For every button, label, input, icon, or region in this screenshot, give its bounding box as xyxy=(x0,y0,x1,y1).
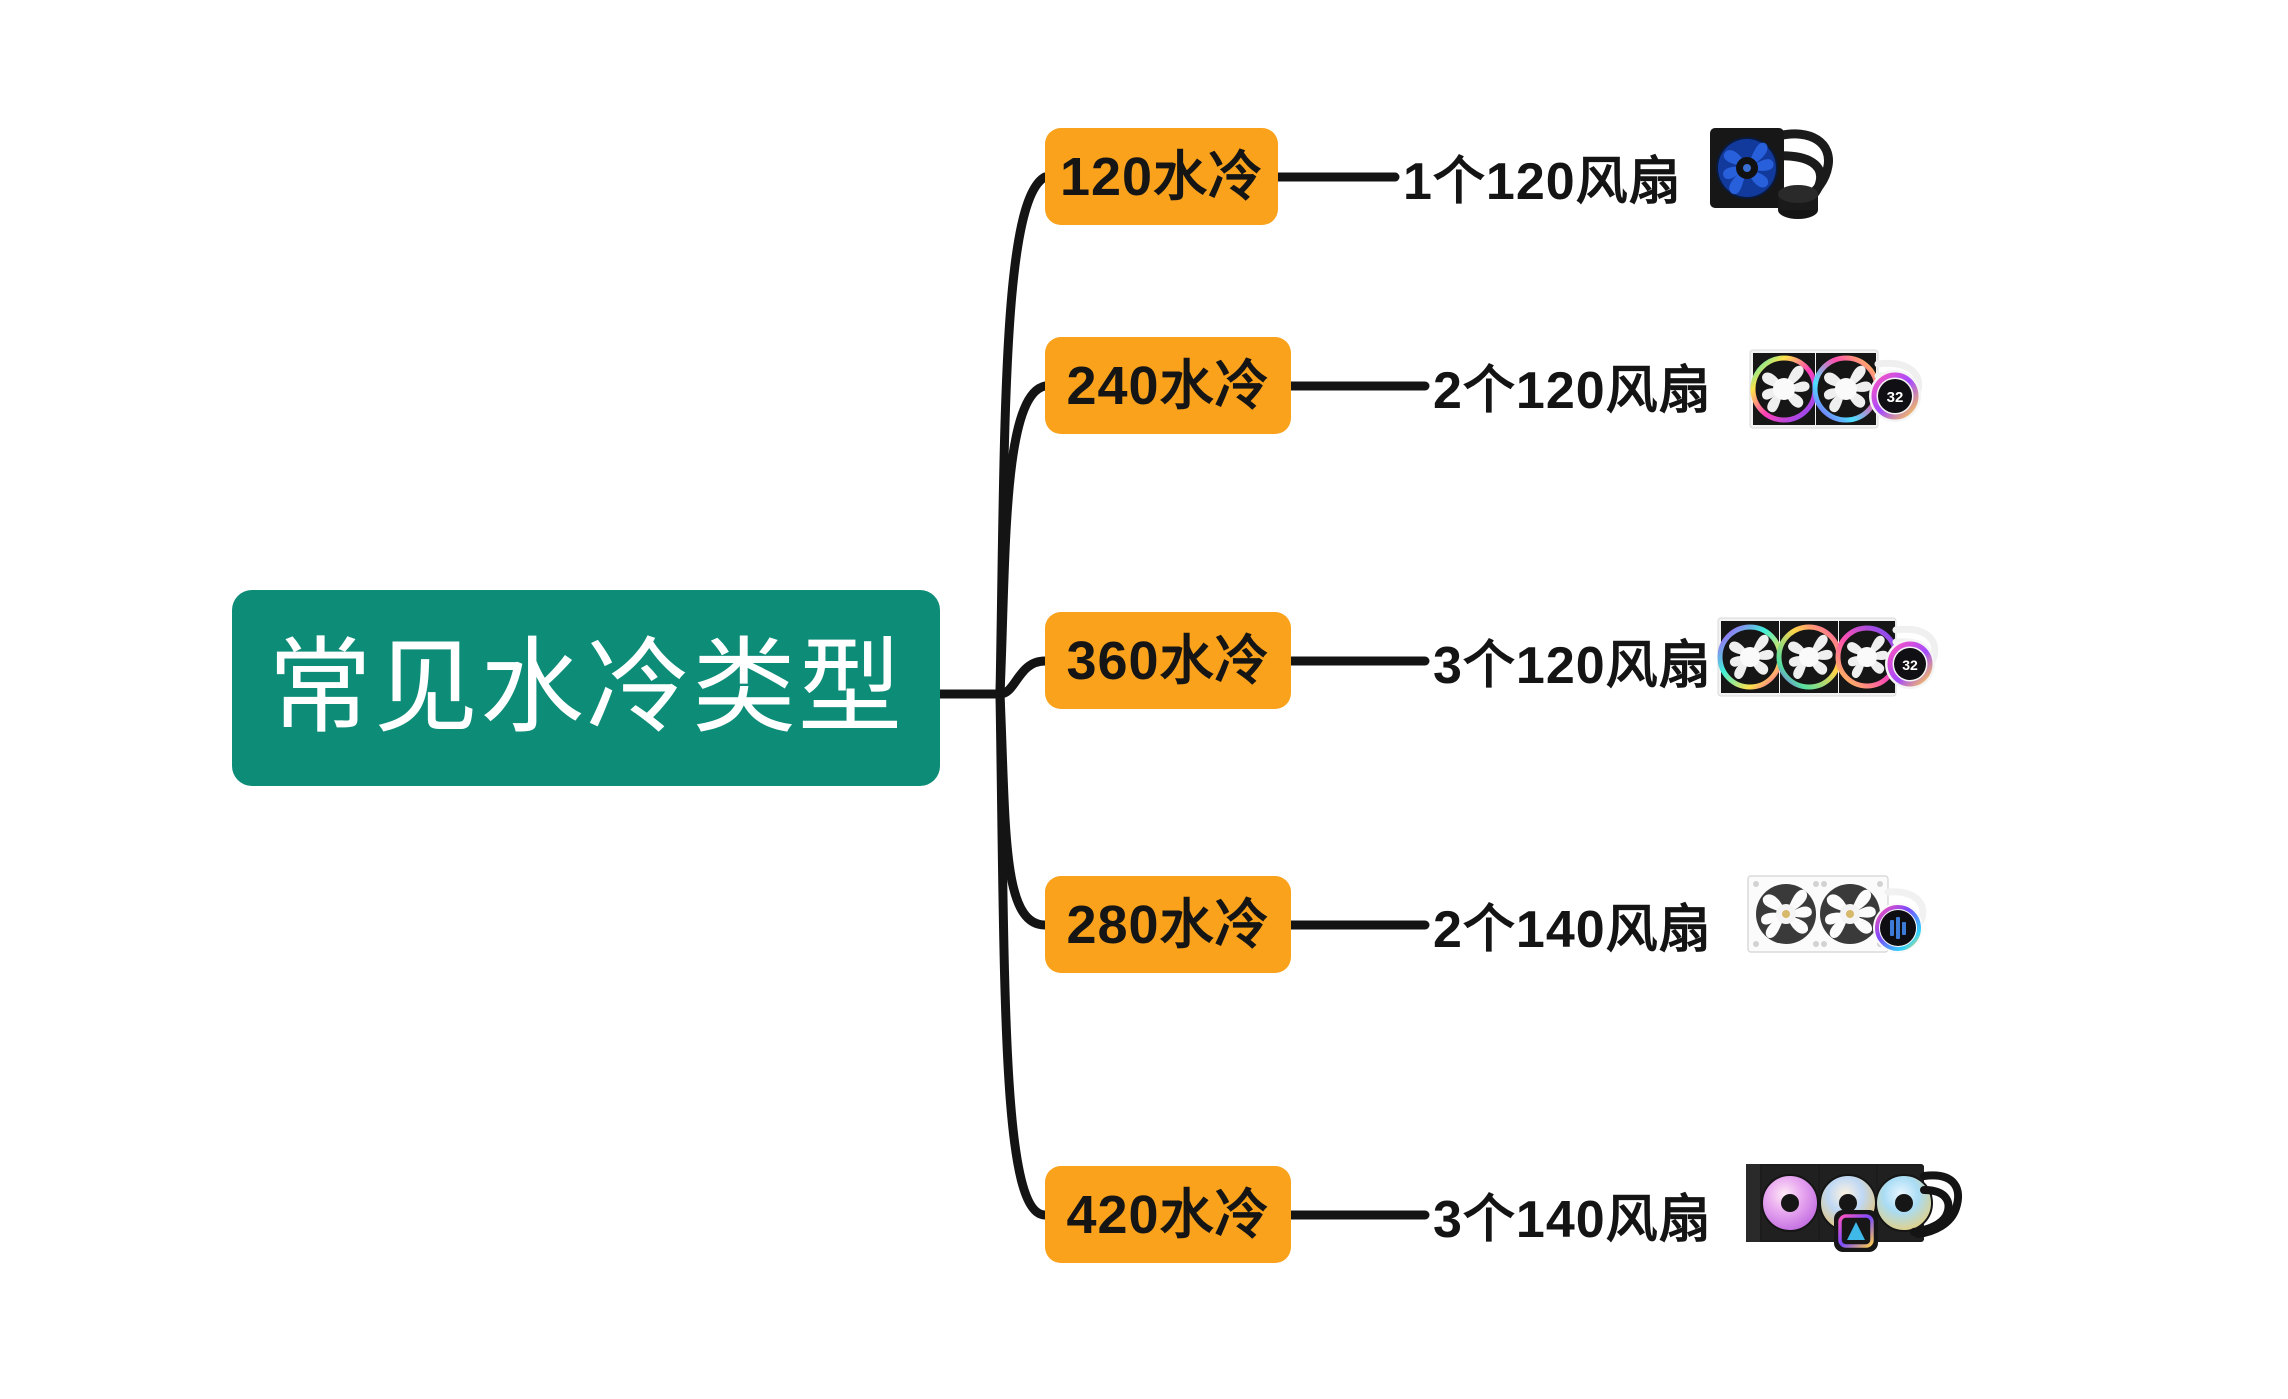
leaf-text-120-label: 1个120风扇 xyxy=(1403,153,1682,211)
connector-branch-280 xyxy=(995,689,1050,930)
branch-node-360[interactable]: 360水冷 xyxy=(1045,612,1291,709)
leaf-text-360: 3个120风扇 xyxy=(1433,612,1712,709)
pump-display-240: 32 xyxy=(1887,389,1904,406)
thumbnail-aio-cooler-120 xyxy=(1700,110,1870,222)
root-node[interactable]: 常见水冷类型 xyxy=(232,590,940,786)
connector-branch-360 xyxy=(995,656,1050,699)
leaf-text-420: 3个140风扇 xyxy=(1433,1166,1712,1263)
branch-node-120-label: 120水冷 xyxy=(1059,146,1264,207)
branch-node-240-label: 240水冷 xyxy=(1066,355,1270,416)
branch-node-280-label: 280水冷 xyxy=(1066,894,1270,955)
leaf-text-240: 2个120风扇 xyxy=(1433,337,1712,434)
branch-node-120[interactable]: 120水冷 xyxy=(1045,128,1278,225)
connector-branch-120 xyxy=(995,172,1050,699)
thumbnail-aio-cooler-240: 32 xyxy=(1740,340,1930,438)
pump-logo-420 xyxy=(1847,1222,1865,1240)
connector-branch-240 xyxy=(995,381,1050,699)
thumbnail-aio-cooler-420 xyxy=(1728,1150,1963,1255)
connector-branch-420 xyxy=(995,689,1050,1220)
leaf-text-120: 1个120风扇 xyxy=(1403,128,1682,225)
leaf-text-360-label: 3个120风扇 xyxy=(1433,637,1712,695)
thumbnail-aio-cooler-360: 32 xyxy=(1710,608,1940,706)
pump-display-360: 32 xyxy=(1902,657,1918,673)
thumbnail-aio-cooler-280 xyxy=(1730,862,1930,962)
branch-node-420[interactable]: 420水冷 xyxy=(1045,1166,1291,1263)
branch-node-360-label: 360水冷 xyxy=(1066,630,1270,691)
leaf-text-240-label: 2个120风扇 xyxy=(1433,362,1712,420)
branch-node-420-label: 420水冷 xyxy=(1066,1184,1270,1245)
leaf-text-280: 2个140风扇 xyxy=(1433,876,1712,973)
branch-node-280[interactable]: 280水冷 xyxy=(1045,876,1291,973)
leaf-text-280-label: 2个140风扇 xyxy=(1433,901,1712,959)
branch-node-240[interactable]: 240水冷 xyxy=(1045,337,1291,434)
root-node-label: 常见水冷类型 xyxy=(267,630,904,746)
leaf-text-420-label: 3个140风扇 xyxy=(1433,1191,1712,1249)
